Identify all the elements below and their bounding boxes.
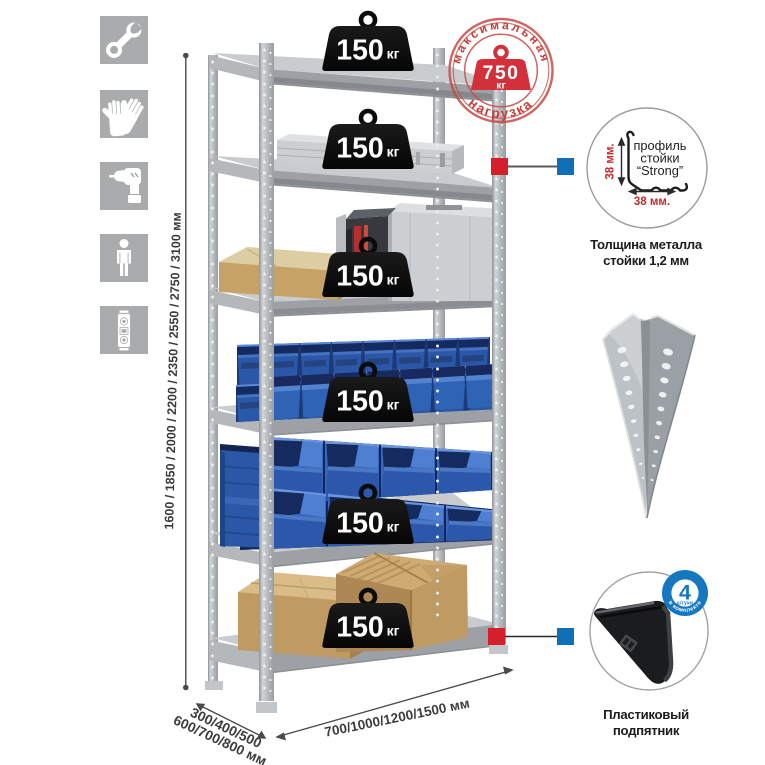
svg-text:Толщина металла: Толщина металла [590,237,703,252]
svg-text:кг: кг [387,46,400,62]
svg-text:150: 150 [336,261,384,293]
svg-text:150: 150 [336,508,384,540]
svg-text:стойки: стойки [640,151,679,166]
svg-text:подпятник: подпятник [613,723,680,738]
svg-text:38 мм.: 38 мм. [605,143,617,179]
svg-text:кг: кг [496,80,506,92]
svg-text:150: 150 [336,612,384,644]
svg-text:“Strong”: “Strong” [637,163,683,178]
svg-text:150: 150 [336,386,384,418]
svg-text:штуки: штуки [677,600,694,606]
svg-text:Пластиковый: Пластиковый [603,707,689,722]
svg-text:кг: кг [387,272,400,288]
svg-text:профиль: профиль [634,138,687,153]
svg-text:150: 150 [336,133,384,165]
svg-text:38 мм.: 38 мм. [634,196,670,208]
svg-text:кг: кг [387,623,400,639]
svg-text:кг: кг [387,144,400,160]
svg-text:кг: кг [387,519,400,535]
svg-text:кг: кг [387,397,400,413]
svg-text:150: 150 [336,35,384,67]
svg-text:750: 750 [482,62,519,84]
svg-text:4: 4 [679,581,691,605]
svg-text:стойки 1,2 мм: стойки 1,2 мм [603,253,689,268]
